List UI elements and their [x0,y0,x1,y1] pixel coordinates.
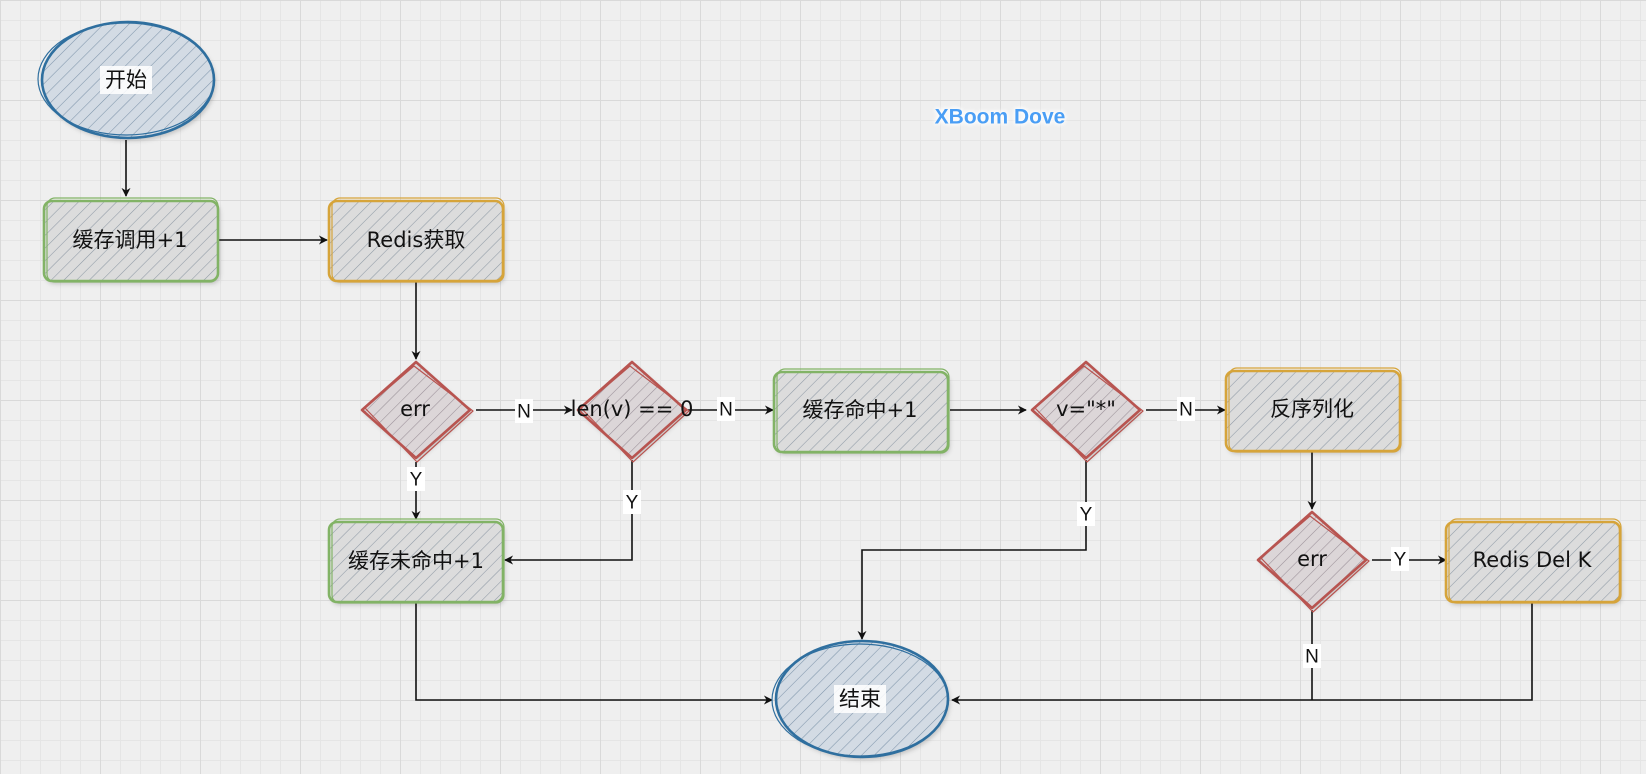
end-label: 结束 [839,687,881,711]
star-check-label: v="*" [1056,397,1116,421]
redis-get-label: Redis获取 [367,228,466,252]
cache-miss-label: 缓存未命中+1 [348,549,484,573]
edge-len-check-to-cache-miss [504,460,633,565]
err-check-1-label: err [400,397,430,421]
edge-label-len-yes: Y [623,490,641,514]
cache-call-label: 缓存调用+1 [73,228,188,252]
brand-label: XBoom Dove [935,106,1066,129]
cache-call-node[interactable]: 缓存调用+1 [42,197,220,283]
redis-del-label: Redis Del K [1473,548,1593,572]
redis-get-node[interactable]: Redis获取 [327,197,505,283]
deserialize-node[interactable]: 反序列化 [1224,367,1402,453]
cache-hit-node[interactable]: 缓存命中+1 [772,368,950,454]
end-node[interactable]: 结束 [771,639,950,759]
star-check-node[interactable]: v="*" [1030,360,1144,463]
err-check-2-label: err [1297,547,1327,571]
edge-label-err2-no: N [1303,644,1321,668]
redis-del-node[interactable]: Redis Del K [1444,518,1622,604]
cache-miss-node[interactable]: 缓存未命中+1 [327,518,505,604]
edge-label-star-yes-text: Y [1080,505,1093,526]
edge-label-err1-no-text: N [517,402,531,423]
edge-label-len-no: N [717,397,735,421]
edge-label-err2-yes: Y [1391,547,1409,571]
edges [121,140,1533,705]
edge-label-len-yes-text: Y [626,493,639,514]
err-check-2-node[interactable]: err [1256,510,1370,613]
edge-star-check-to-end [857,460,1087,640]
len-check-node[interactable]: len(v) == 0 [571,360,694,463]
edge-label-err2-yes-text: Y [1394,550,1407,571]
edge-label-star-no-text: N [1179,400,1193,421]
edge-label-star-no: N [1177,397,1195,421]
edge-label-err1-yes-text: Y [410,470,423,491]
edge-label-star-yes: Y [1077,502,1095,526]
len-check-label: len(v) == 0 [571,397,694,421]
edge-redis-del-to-end [951,602,1533,705]
start-node[interactable]: 开始 [37,20,216,140]
err-check-1-node[interactable]: err [360,360,474,463]
cache-hit-label: 缓存命中+1 [803,398,918,422]
edge-label-err1-no: N [515,399,533,423]
edge-label-err1-yes: Y [407,467,425,491]
deserialize-label: 反序列化 [1270,397,1354,421]
edge-label-len-no-text: N [719,400,733,421]
edge-cache-miss-to-end [415,600,773,705]
edge-label-err2-no-text: N [1305,647,1319,668]
start-label: 开始 [105,68,147,92]
edge-labels: N Y N Y N Y Y N [407,397,1409,668]
